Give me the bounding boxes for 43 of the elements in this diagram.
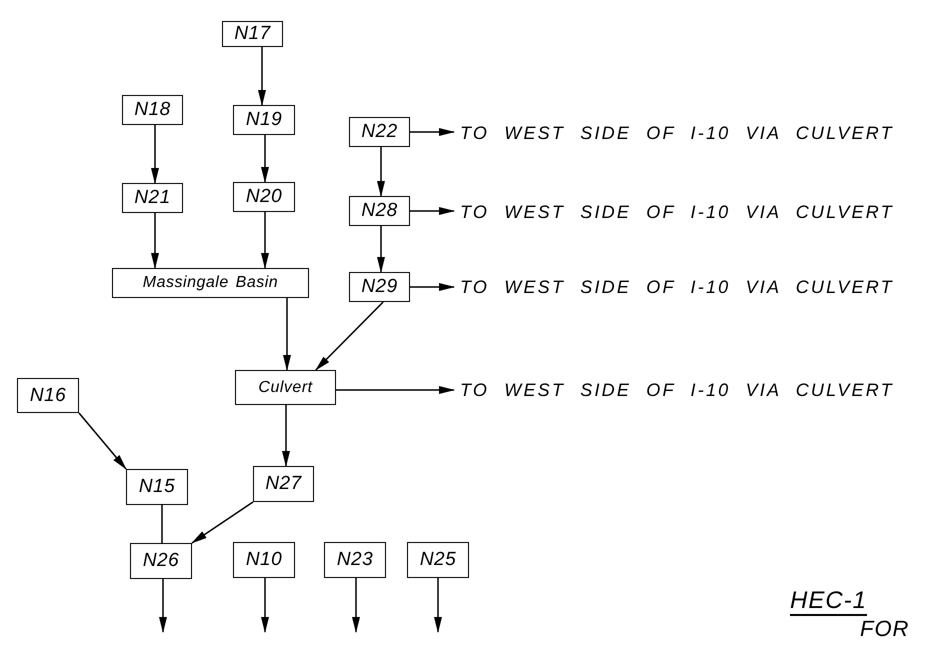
arrow [315,301,384,371]
arrow [261,212,269,269]
arrow [261,135,269,183]
destination-text: TO WEST SIDE OF I-10 VIA CULVERT [460,197,894,227]
arrow [151,125,159,184]
arrow [410,207,455,215]
node-box: N23 [324,542,386,578]
arrow [410,128,455,136]
culvert-box: Culvert [235,370,336,405]
node-box: N26 [130,543,192,579]
arrow [258,47,266,106]
arrow [352,578,360,633]
arrow [151,213,159,269]
node-box: N27 [253,466,314,502]
node-box: N25 [407,542,469,578]
node-box: N21 [122,183,183,213]
node-box: N16 [17,378,79,413]
node-box: N22 [349,117,410,147]
arrow [283,298,291,371]
arrow [159,579,167,633]
arrow [410,283,455,291]
title-text: HEC-1 [790,588,868,616]
title-text: FOR [860,617,910,642]
destination-text: TO WEST SIDE OF I-10 VIA CULVERT [460,118,894,148]
node-box: N10 [233,542,295,578]
arrow [377,226,385,273]
node-box: N28 [349,196,410,226]
node-box: N15 [126,469,188,505]
node-box: N18 [122,95,183,125]
destination-text: TO WEST SIDE OF I-10 VIA CULVERT [460,375,894,405]
node-box: N19 [233,105,295,135]
arrow [434,578,442,633]
node-box: N17 [222,21,283,47]
node-box: N29 [349,272,410,302]
basin-box: Massingale Basin [112,268,309,298]
arrow [282,405,290,467]
destination-text: TO WEST SIDE OF I-10 VIA CULVERT [460,272,894,302]
arrow [336,386,455,394]
node-box: N20 [233,182,295,212]
arrow [261,578,269,633]
arrow [377,147,385,197]
arrow [78,412,127,470]
arrow [191,501,254,544]
